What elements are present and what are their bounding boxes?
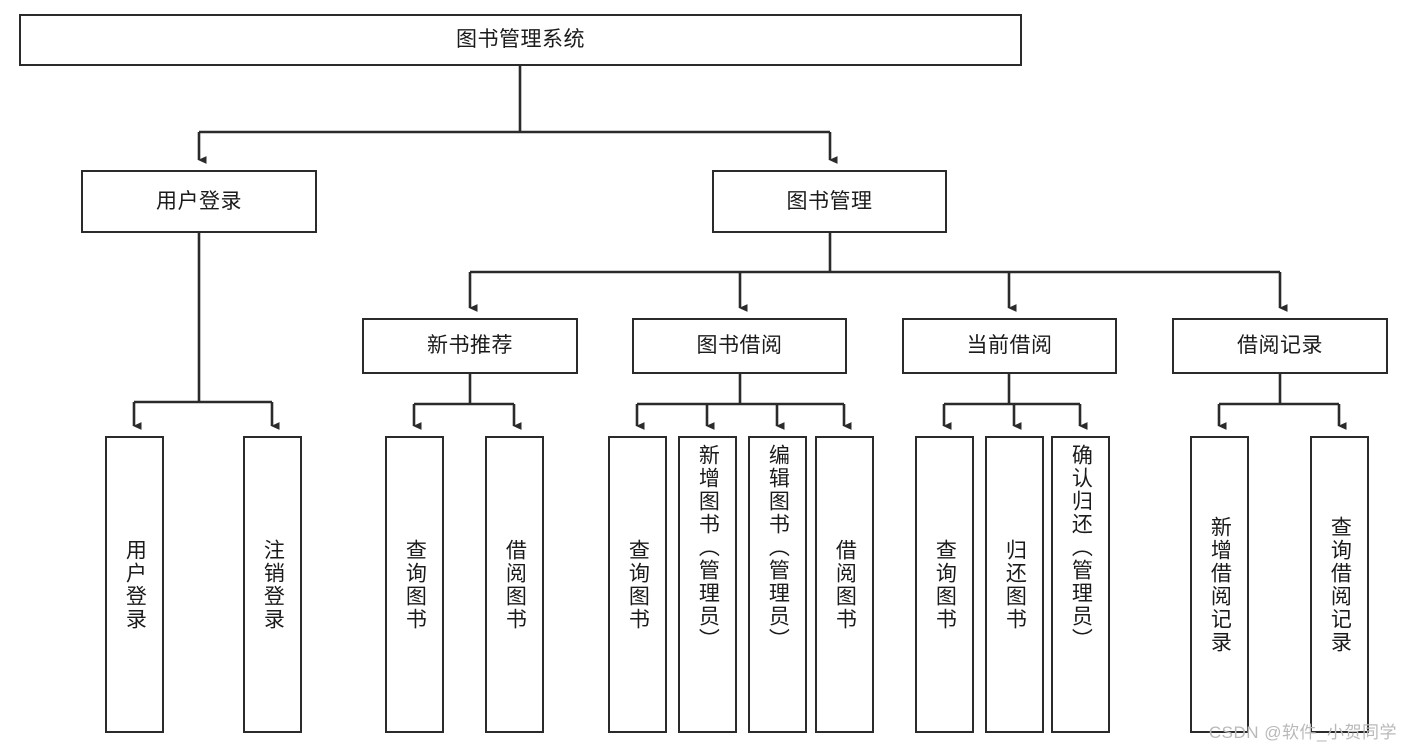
node-leaf-borrow-book-2-label: 借阅图书	[833, 538, 857, 631]
node-leaf-query-book-1-label: 查询图书	[403, 538, 427, 631]
node-borrow-record-label: 借阅记录	[1237, 334, 1323, 358]
node-new-book-recommend-label: 新书推荐	[427, 334, 513, 358]
node-leaf-user-login[interactable]: 用户登录	[105, 436, 164, 733]
node-leaf-return-book[interactable]: 归还图书	[985, 436, 1044, 733]
node-leaf-edit-book[interactable]: 编辑图书（管理员）	[748, 436, 807, 733]
node-leaf-query-book-3[interactable]: 查询图书	[915, 436, 974, 733]
node-leaf-user-login-label: 用户登录	[123, 538, 147, 631]
node-book-management[interactable]: 图书管理	[712, 170, 947, 233]
node-book-management-label: 图书管理	[786, 189, 873, 213]
node-user-login[interactable]: 用户登录	[81, 170, 317, 233]
node-leaf-add-record-label: 新增借阅记录	[1208, 515, 1232, 654]
node-leaf-add-record[interactable]: 新增借阅记录	[1190, 436, 1249, 733]
node-book-borrow-label: 图书借阅	[696, 334, 783, 358]
node-leaf-borrow-book-1[interactable]: 借阅图书	[485, 436, 544, 733]
node-leaf-borrow-book-2[interactable]: 借阅图书	[815, 436, 874, 733]
node-borrow-record[interactable]: 借阅记录	[1172, 318, 1388, 374]
node-root-label: 图书管理系统	[456, 28, 585, 52]
node-leaf-user-logout[interactable]: 注销登录	[243, 436, 302, 733]
node-leaf-query-book-2-label: 查询图书	[626, 538, 650, 631]
node-leaf-borrow-book-1-label: 借阅图书	[503, 538, 527, 631]
node-current-borrow-label: 当前借阅	[966, 334, 1053, 358]
node-leaf-add-book[interactable]: 新增图书（管理员）	[678, 436, 737, 733]
node-leaf-query-book-1[interactable]: 查询图书	[385, 436, 444, 733]
node-leaf-return-book-label: 归还图书	[1003, 538, 1027, 631]
node-leaf-query-book-2[interactable]: 查询图书	[608, 436, 667, 733]
node-root[interactable]: 图书管理系统	[19, 14, 1022, 66]
node-user-login-label: 用户登录	[156, 189, 242, 213]
node-leaf-edit-book-label: 编辑图书（管理员）	[766, 444, 790, 651]
node-book-borrow[interactable]: 图书借阅	[632, 318, 847, 374]
node-leaf-query-record-label: 查询借阅记录	[1328, 515, 1352, 654]
node-leaf-user-logout-label: 注销登录	[261, 538, 285, 631]
node-leaf-confirm-return[interactable]: 确认归还（管理员）	[1051, 436, 1110, 733]
node-current-borrow[interactable]: 当前借阅	[902, 318, 1117, 374]
node-new-book-recommend[interactable]: 新书推荐	[362, 318, 578, 374]
node-leaf-query-record[interactable]: 查询借阅记录	[1310, 436, 1369, 733]
node-leaf-query-book-3-label: 查询图书	[933, 538, 957, 631]
node-leaf-add-book-label: 新增图书（管理员）	[696, 444, 720, 651]
node-leaf-confirm-return-label: 确认归还（管理员）	[1069, 444, 1093, 651]
